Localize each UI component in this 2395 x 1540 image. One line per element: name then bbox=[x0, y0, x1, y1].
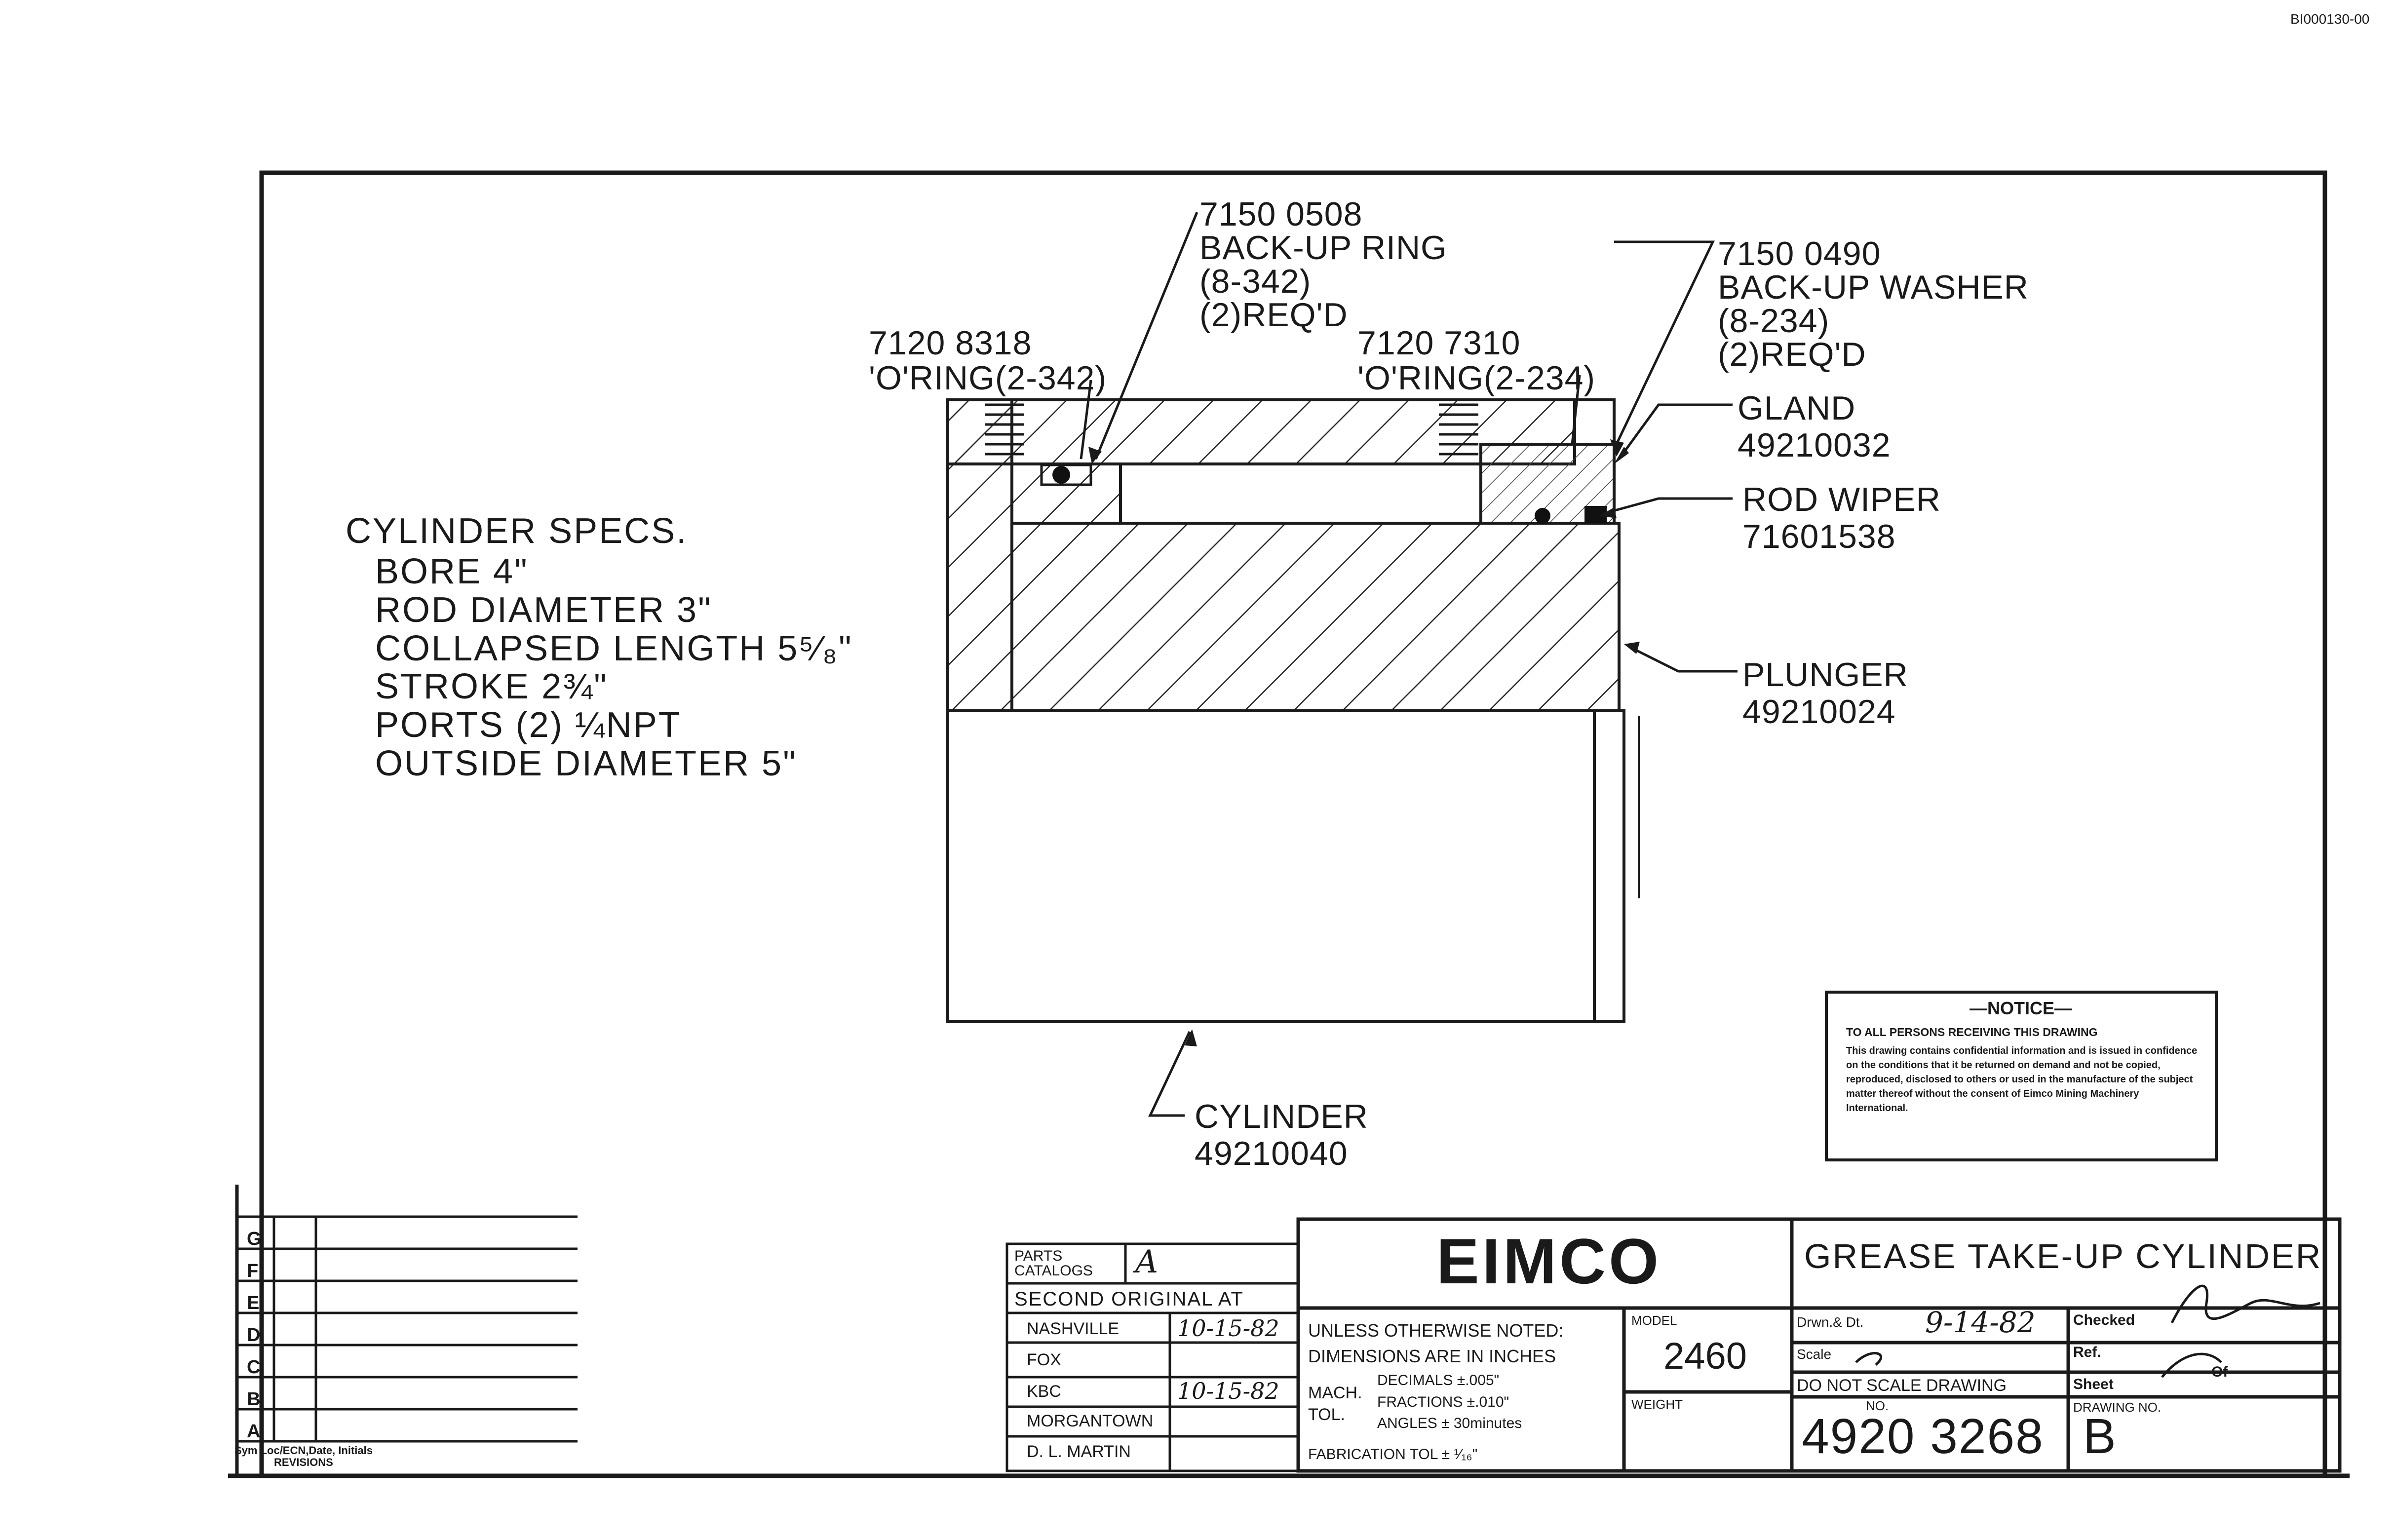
drawn-label: Drwn.& Dt. bbox=[1797, 1314, 1864, 1330]
sheet-label: Sheet bbox=[2073, 1376, 2114, 1392]
general-notes: UNLESS OTHERWISE NOTED: DIMENSIONS ARE I… bbox=[1308, 1320, 1564, 1367]
of-label: Of bbox=[2211, 1364, 2228, 1380]
catalog-date-3: 10-15-82 bbox=[1177, 1378, 1279, 1404]
leader-arrowheads bbox=[1088, 439, 1640, 1046]
parts-catalog-value: A bbox=[1135, 1244, 1159, 1280]
notice-heading: TO ALL PERSONS RECEIVING THIS DRAWING bbox=[1846, 1026, 2098, 1039]
mach-tol-label: MACH. TOL. bbox=[1308, 1384, 1362, 1424]
scale-label: Scale bbox=[1797, 1347, 1832, 1362]
callout-plunger: PLUNGER 49210024 bbox=[1742, 656, 1908, 731]
drawing-number: 4920 3268 bbox=[1802, 1409, 2044, 1464]
callout-oring-left: 7120 8318 'O'RING(2-342) bbox=[869, 324, 1107, 397]
notice-body: This drawing contains confidential infor… bbox=[1846, 1045, 2198, 1114]
callout-backup-ring: 7150 0508 BACK-UP RING (8-342) (2)REQ'D bbox=[1199, 195, 1447, 334]
fabrication-tolerance: FABRICATION TOL ± ¹⁄₁₆" bbox=[1308, 1446, 1478, 1463]
callout-rod-wiper: ROD WIPER 71601538 bbox=[1742, 481, 1941, 555]
revisions-footer-2: REVISIONS bbox=[274, 1456, 333, 1468]
callout-oring-right: 7120 7310 'O'RING(2-234) bbox=[1357, 324, 1596, 397]
checked-label: Checked bbox=[2073, 1312, 2135, 1328]
callout-cylinder: CYLINDER 49210040 bbox=[1195, 1098, 1368, 1172]
model-label: MODEL bbox=[1631, 1313, 1677, 1328]
catalog-place-4: MORGANTOWN bbox=[1027, 1412, 1154, 1430]
doc-id: BI000130-00 bbox=[2290, 11, 2370, 27]
no-label: NO. bbox=[1866, 1398, 1889, 1413]
callout-backup-washer: 7150 0490 BACK-UP WASHER (8-234) (2)REQ'… bbox=[1718, 235, 2029, 373]
revision-letters: G F E D C B A bbox=[247, 1229, 262, 1442]
weight-label: WEIGHT bbox=[1631, 1397, 1683, 1412]
callout-gland: GLAND 49210032 bbox=[1738, 389, 1891, 464]
specs-title: CYLINDER SPECS. bbox=[346, 511, 688, 551]
specs-list: BORE 4" ROD DIAMETER 3" COLLAPSED LENGTH… bbox=[375, 552, 853, 783]
catalog-place-3: KBC bbox=[1027, 1382, 1061, 1401]
company-name: EIMCO bbox=[1436, 1225, 1662, 1297]
title-block-grid bbox=[1296, 1217, 2342, 1473]
ref-label: Ref. bbox=[2073, 1344, 2101, 1360]
notice-box bbox=[1825, 991, 2218, 1161]
do-not-scale: DO NOT SCALE DRAWING bbox=[1797, 1376, 2007, 1395]
second-original-label: SECOND ORIGINAL AT bbox=[1014, 1288, 1244, 1310]
cylinder-section bbox=[946, 398, 1640, 1023]
parts-catalog-label: PARTS CATALOGS bbox=[1014, 1248, 1093, 1279]
drawing-title: GREASE TAKE-UP CYLINDER bbox=[1804, 1237, 2322, 1275]
revision-letter: B bbox=[2083, 1409, 2116, 1464]
catalog-place-2: FOX bbox=[1027, 1350, 1061, 1369]
signature-marks bbox=[1855, 1284, 2320, 1378]
revisions-footer: Sym Loc/ECN,Date, Initials bbox=[234, 1444, 373, 1457]
catalog-date-1: 10-15-82 bbox=[1177, 1315, 1279, 1342]
drawn-date: 9-14-82 bbox=[1925, 1306, 2036, 1339]
notice-title: —NOTICE— bbox=[1970, 998, 2073, 1018]
revisions-grid bbox=[237, 1215, 578, 1443]
catalog-place-1: NASHVILLE bbox=[1027, 1319, 1120, 1338]
model-number: 2460 bbox=[1663, 1335, 1747, 1377]
leader-lines bbox=[1080, 212, 1738, 1117]
drawing-no-label: DRAWING NO. bbox=[2073, 1400, 2162, 1415]
catalog-place-5: D. L. MARTIN bbox=[1027, 1442, 1131, 1461]
tolerances: DECIMALS ±.005" FRACTIONS ±.010" ANGLES … bbox=[1377, 1372, 1522, 1431]
parts-catalog-grid bbox=[1005, 1242, 1300, 1472]
